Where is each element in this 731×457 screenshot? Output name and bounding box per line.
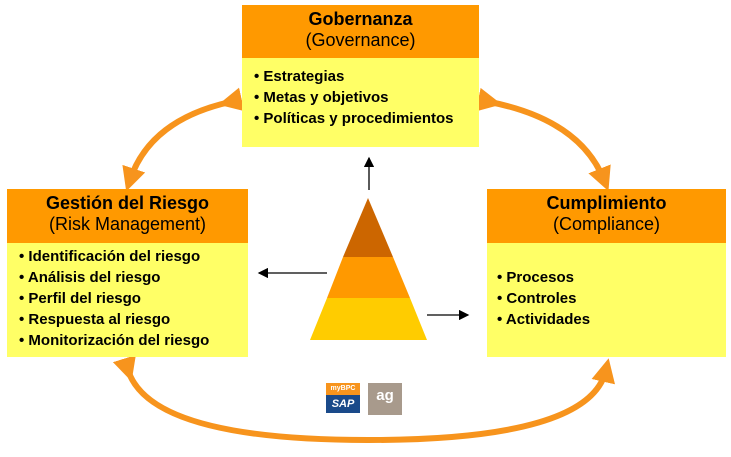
ag-text: ag (376, 387, 394, 404)
list-item: • Identificación del riesgo (19, 248, 201, 265)
list-item: • Políticas y procedimientos (254, 110, 454, 127)
governance-box: Gobernanza (Governance) • Estrategias • … (242, 5, 479, 147)
compliance-box: Cumplimiento (Compliance) • Procesos • C… (487, 189, 726, 357)
pyramid-base (310, 298, 427, 340)
list-item: • Procesos (497, 269, 574, 286)
list-item: • Estrategias (254, 68, 345, 85)
risk-subtitle: (Risk Management) (48, 214, 207, 234)
compliance-title: Cumplimiento (546, 193, 667, 213)
mybpc-text: myBPC (326, 383, 360, 395)
list-item: • Perfil del riesgo (19, 290, 141, 307)
compliance-subtitle: (Compliance) (552, 214, 661, 234)
list-item: • Análisis del riesgo (19, 269, 161, 286)
governance-subtitle: (Governance) (305, 30, 416, 50)
pyramid-middle (327, 257, 410, 298)
risk-title: Gestión del Riesgo (45, 193, 210, 213)
list-item: • Metas y objetivos (254, 89, 389, 106)
list-item: • Controles (497, 290, 577, 307)
list-item: • Respuesta al riesgo (19, 311, 171, 328)
list-item: • Actividades (497, 311, 591, 328)
arrow-risk-compliance (112, 354, 616, 444)
ag-logo: ag (368, 383, 402, 415)
arrow-governance-risk (122, 87, 245, 192)
arrow-governance-compliance (475, 87, 611, 192)
pyramid-top (343, 198, 393, 257)
governance-title: Gobernanza (308, 9, 413, 29)
list-item: • Monitorización del riesgo (19, 332, 210, 349)
mybpc-sap-logo: myBPC SAP (326, 383, 360, 413)
risk-box: Gestión del Riesgo (Risk Management) • I… (7, 189, 248, 357)
sap-text: SAP (326, 395, 360, 413)
